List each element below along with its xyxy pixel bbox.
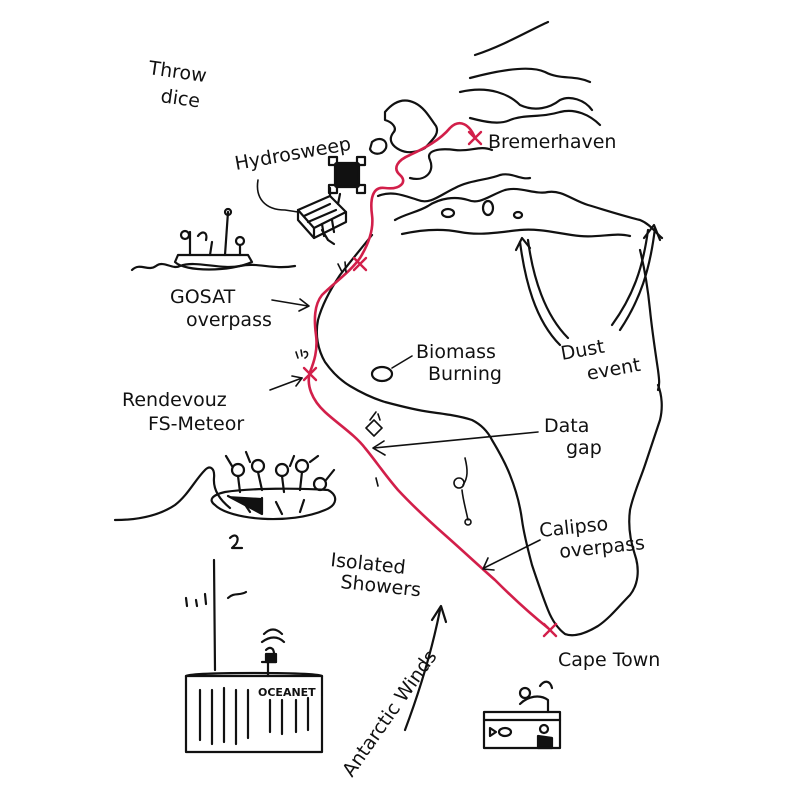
dice-icon xyxy=(327,155,367,195)
data-gap-label-1: Data xyxy=(544,415,589,437)
rendezvous-marker xyxy=(302,366,318,382)
oceanet-label: OCEANET xyxy=(258,686,316,699)
dust-event-arcs xyxy=(514,223,662,347)
aquarium-icon xyxy=(482,680,562,750)
route-annotations xyxy=(295,261,379,487)
cape-town-marker xyxy=(542,622,558,638)
cape-town-label: Cape Town xyxy=(558,649,660,671)
bremerhaven-label: Bremerhaven xyxy=(488,131,616,153)
biomass-burning-marker xyxy=(370,365,394,383)
gosat-label-2: overpass xyxy=(186,309,272,331)
biomass-label-1: Biomass xyxy=(416,341,496,363)
data-gap-icon xyxy=(365,411,383,437)
sonar-device-icon xyxy=(296,186,348,246)
gosat-marker xyxy=(352,256,368,272)
showers-label-2: Showers xyxy=(339,571,422,601)
small-boat-icon xyxy=(130,207,297,272)
europe-coastline xyxy=(368,20,664,240)
inland-features xyxy=(453,457,472,526)
africa-coastline xyxy=(315,233,663,637)
throw-dice-label-1: Throw xyxy=(146,57,208,87)
leader-lines xyxy=(256,179,541,732)
gosat-label-1: GOSAT xyxy=(170,286,236,308)
rendezvous-label-2: FS-Meteor xyxy=(148,413,244,435)
rendezvous-label-1: Rendevouz xyxy=(122,389,227,411)
lifeboat-with-people-icon xyxy=(113,450,337,522)
ship-route xyxy=(307,122,550,630)
throw-dice-label-2: dice xyxy=(159,85,201,112)
data-gap-label-2: gap xyxy=(566,437,602,459)
biomass-label-2: Burning xyxy=(428,363,502,385)
waypoint-markers xyxy=(302,130,558,638)
oceanet-container-icon xyxy=(184,534,324,754)
bremerhaven-marker xyxy=(467,130,483,146)
